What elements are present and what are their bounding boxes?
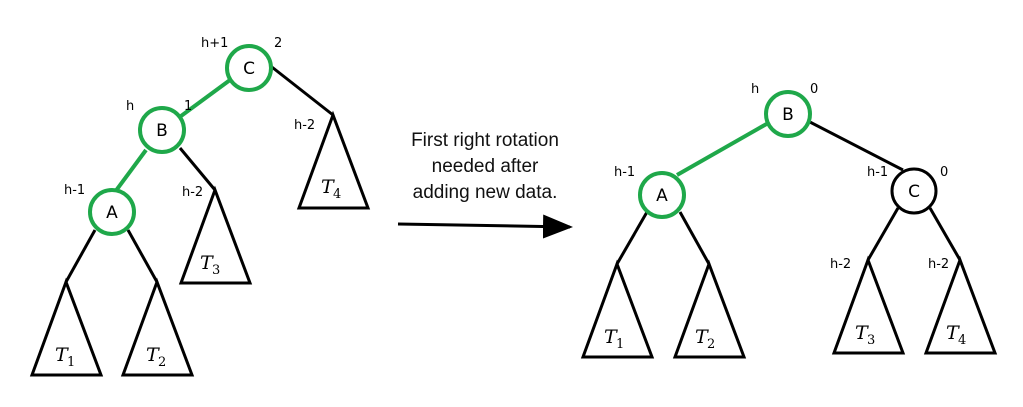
after-subtree-t2: T 2 xyxy=(672,259,747,359)
svg-text:C: C xyxy=(908,182,920,202)
svg-text:4: 4 xyxy=(333,187,341,202)
rotation-caption: First right rotation needed after adding… xyxy=(380,128,590,206)
before-subtree-t1: T 1 xyxy=(29,277,104,377)
after-subtree-t3: T 3 h-2 xyxy=(830,255,906,355)
svg-text:2: 2 xyxy=(707,337,715,352)
before-b-balance: 1 xyxy=(184,99,192,114)
svg-text:T: T xyxy=(321,176,335,198)
after-subtree-t4: T 4 h-2 xyxy=(923,255,998,355)
edge-c-t4-after xyxy=(928,207,962,261)
svg-text:1: 1 xyxy=(67,355,75,370)
before-tree: T 1 T 2 T 3 h-2 T 4 h-2 C h+1 2 xyxy=(29,36,371,377)
svg-text:T: T xyxy=(146,344,160,366)
svg-text:T: T xyxy=(604,326,618,348)
after-b-height: h xyxy=(751,82,759,97)
after-node-c: C h-1 0 xyxy=(867,165,948,215)
edge-a-t2 xyxy=(126,229,159,283)
edge-c-t4 xyxy=(267,62,334,117)
edge-a-t2-after xyxy=(678,211,711,265)
before-subtree-t2: T 2 xyxy=(120,277,195,377)
after-b-balance: 0 xyxy=(810,82,818,97)
svg-text:T: T xyxy=(55,344,69,366)
before-a-height: h-1 xyxy=(64,183,85,198)
after-c-height: h-1 xyxy=(867,165,888,180)
before-subtree-t3: T 3 h-2 xyxy=(178,185,253,285)
caption-line-2: needed after xyxy=(431,156,539,177)
svg-text:A: A xyxy=(656,186,668,206)
edge-b-t3 xyxy=(178,147,217,191)
before-t4-height: h-2 xyxy=(294,118,315,133)
edge-b-c-after xyxy=(805,118,904,172)
edge-a-t1-after xyxy=(615,211,649,265)
svg-text:4: 4 xyxy=(958,333,966,348)
before-b-height: h xyxy=(126,99,134,114)
caption-line-3: adding new data. xyxy=(412,182,558,203)
caption-line-1: First right rotation xyxy=(411,130,559,151)
after-tree: T 1 T 2 T 3 h-2 T 4 h-2 B h 0 A xyxy=(580,82,998,359)
edge-b-a xyxy=(110,148,148,198)
after-c-balance: 0 xyxy=(940,165,948,180)
before-node-a: A h-1 xyxy=(64,183,136,236)
before-node-c: C h+1 2 xyxy=(201,36,282,92)
after-node-b: B h 0 xyxy=(751,82,818,138)
svg-text:C: C xyxy=(243,59,255,79)
svg-text:A: A xyxy=(106,203,118,223)
svg-text:3: 3 xyxy=(867,333,875,348)
svg-text:3: 3 xyxy=(212,263,220,278)
edge-b-a-after xyxy=(676,120,771,177)
svg-text:1: 1 xyxy=(616,337,624,352)
after-node-a: A h-1 xyxy=(614,165,686,219)
svg-text:T: T xyxy=(946,322,960,344)
svg-text:T: T xyxy=(855,322,869,344)
before-c-balance: 2 xyxy=(274,36,282,51)
after-a-height: h-1 xyxy=(614,165,635,180)
after-t4-height: h-2 xyxy=(928,257,949,272)
before-c-height: h+1 xyxy=(201,36,228,51)
svg-text:B: B xyxy=(156,121,168,141)
before-node-b: B h 1 xyxy=(126,99,192,154)
edge-a-t1 xyxy=(64,229,97,283)
svg-text:T: T xyxy=(695,326,709,348)
before-subtree-t4: T 4 h-2 xyxy=(294,110,371,210)
transform-arrow xyxy=(397,214,573,239)
edge-c-t3-after xyxy=(866,207,900,261)
after-subtree-t1: T 1 xyxy=(580,259,655,359)
svg-text:2: 2 xyxy=(158,355,166,370)
svg-text:T: T xyxy=(200,252,214,274)
svg-text:B: B xyxy=(782,105,794,125)
before-t3-height: h-2 xyxy=(182,185,203,200)
after-t3-height: h-2 xyxy=(830,257,851,272)
